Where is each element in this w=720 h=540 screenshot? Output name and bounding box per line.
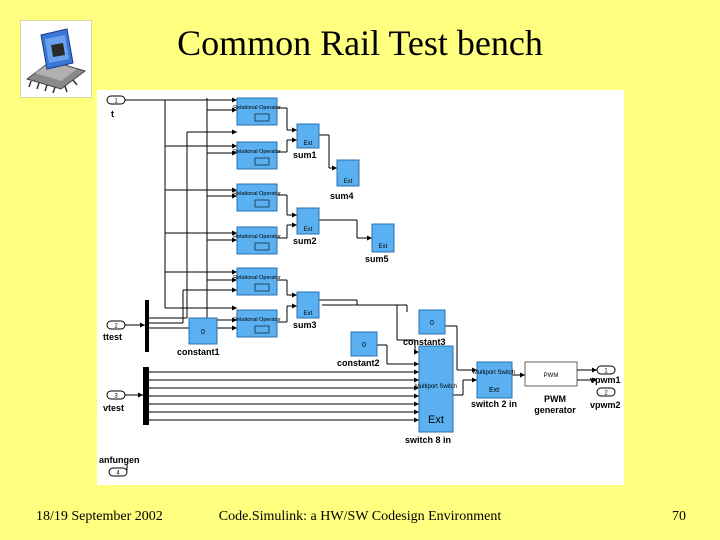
relational-operator-block: Relational Operator	[233, 97, 281, 126]
chip-logo	[20, 20, 92, 98]
footer-title: Code.Simulink: a HW/SW Codesign Environm…	[218, 509, 502, 524]
relational-operators: Relational Operator Relational Operator …	[233, 97, 281, 338]
sum-label: sum3	[293, 320, 317, 330]
demux-bar-ttest	[145, 300, 149, 352]
signal-lines	[125, 97, 597, 470]
inport-number: 4	[116, 471, 120, 477]
outport-label: vpwm2	[590, 400, 621, 410]
inport-number: 1	[114, 99, 118, 105]
switch-8-block-text: Multiport Switch	[415, 384, 457, 390]
sum-label: sum1	[293, 150, 317, 160]
sum-ext-label: Ext	[379, 244, 388, 250]
sum-ext-label: Ext	[304, 311, 313, 317]
inport-label: t	[111, 109, 114, 119]
outport-label: vpwm1	[590, 375, 621, 385]
inport-anfungen: anfungen 4	[99, 455, 140, 477]
relational-operator-label: Relational Operator	[233, 234, 281, 240]
relational-operator-block: Relational Operator	[233, 141, 281, 170]
relational-operator-label: Relational Operator	[233, 149, 281, 155]
switch-2-in-block: Multiport Switch Ext switch 2 in	[471, 361, 517, 409]
pwm-label-line2: generator	[534, 405, 576, 415]
constant-block-constant2: 0 constant2	[337, 331, 380, 368]
relational-operator-block: Relational Operator	[233, 267, 281, 296]
outport-number: 2	[604, 391, 608, 397]
inport-label: anfungen	[99, 455, 140, 465]
outport-number: 1	[604, 369, 608, 375]
constant-block-constant1: 0 constant1	[177, 317, 220, 357]
switch-8-in-block: Multiport Switch Ext switch 8 in	[405, 345, 457, 445]
simulink-diagram: 1 t 2 ttest 3 vtest anfungen 4 Relationa…	[97, 90, 624, 485]
inport-label: ttest	[103, 332, 122, 342]
sum-label: sum5	[365, 254, 389, 264]
relational-operator-block: Relational Operator	[233, 309, 281, 338]
constant-label: constant1	[177, 347, 220, 357]
pwm-block-text: PWM	[544, 373, 559, 379]
inport-label: vtest	[103, 403, 124, 413]
switch-2-block-text: Multiport Switch	[473, 370, 515, 376]
relational-operator-label: Relational Operator	[233, 191, 281, 197]
constant-label: constant2	[337, 358, 380, 368]
slide-number: 70	[672, 509, 686, 524]
pwm-generator-block: PWM PWM generator	[524, 361, 578, 415]
constant-block-constant3: 0 constant3	[403, 309, 446, 347]
switch-8-label: switch 8 in	[405, 435, 451, 445]
sum-label: sum2	[293, 236, 317, 246]
inport-ttest: 2 ttest	[103, 320, 126, 342]
footer-date: 18/19 September 2002	[36, 509, 163, 524]
sum-block-sum5: Ext sum5	[365, 223, 395, 264]
inport-t: 1 t	[106, 95, 126, 119]
sum-block-sum1: Ext sum1	[293, 123, 320, 160]
inport-number: 3	[114, 394, 118, 400]
switch-2-label: switch 2 in	[471, 399, 517, 409]
relational-operator-label: Relational Operator	[233, 105, 281, 111]
chip-logo-icon	[25, 28, 87, 94]
pwm-label-line1: PWM	[544, 394, 566, 404]
sum-ext-label: Ext	[344, 179, 353, 185]
constant-value: 0	[362, 342, 366, 349]
relational-operator-block: Relational Operator	[233, 226, 281, 255]
sum-block-sum4: Ext sum4	[330, 159, 360, 201]
outport-vpwm2: 2 vpwm2	[590, 387, 621, 410]
constant-value: 0	[201, 329, 205, 336]
slide-title: Common Rail Test bench	[177, 23, 543, 63]
relational-operator-block: Relational Operator	[233, 183, 281, 212]
sum-ext-label: Ext	[304, 227, 313, 233]
relational-operator-label: Relational Operator	[233, 275, 281, 281]
simulink-diagram-canvas: 1 t 2 ttest 3 vtest anfungen 4 Relationa…	[99, 95, 621, 477]
constant-value: 0	[430, 320, 434, 327]
sum-block-sum3: Ext sum3	[293, 291, 320, 330]
switch-2-ext-label: Ext	[489, 387, 499, 394]
inport-number: 2	[114, 324, 118, 330]
sum-block-sum2: Ext sum2	[293, 207, 320, 246]
switch-8-ext-label: Ext	[428, 414, 444, 426]
constant-label: constant3	[403, 337, 446, 347]
sum-label: sum4	[330, 191, 354, 201]
inport-vtest: 3 vtest	[103, 390, 126, 413]
demux-bar-vtest	[143, 367, 149, 425]
outport-vpwm1: 1 vpwm1	[590, 365, 621, 385]
sum-ext-label: Ext	[304, 141, 313, 147]
relational-operator-label: Relational Operator	[233, 317, 281, 323]
